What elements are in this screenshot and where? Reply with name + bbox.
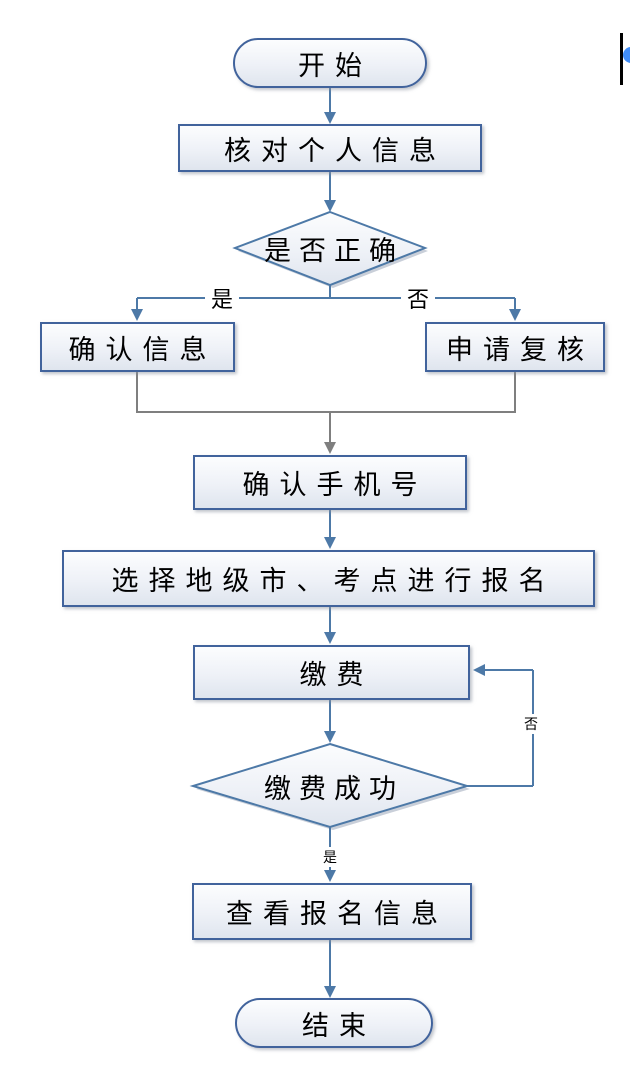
node-confirm-info: 确认信息	[40, 322, 235, 372]
node-view-registration: 查看报名信息	[192, 883, 472, 940]
node-confirm-phone: 确认手机号	[193, 455, 467, 510]
node-start: 开始	[233, 38, 427, 88]
selection-handle-icon[interactable]	[623, 47, 630, 63]
text-cursor	[620, 33, 623, 85]
node-apply-review: 申请复核	[425, 322, 605, 372]
node-is-correct-label: 是否正确	[264, 235, 404, 267]
edge-label-no-2: 否	[521, 714, 541, 734]
node-pay-success-label: 缴费成功	[264, 773, 404, 805]
node-verify-personal-info: 核对个人信息	[178, 124, 482, 172]
node-end: 结束	[235, 998, 433, 1048]
edge-label-no-1: 否	[401, 284, 435, 313]
node-select-city-site: 选择地级市、考点进行报名	[62, 550, 595, 607]
edge-label-yes-1: 是	[205, 284, 239, 313]
edge-label-yes-2: 是	[320, 847, 340, 867]
node-pay-fee: 缴费	[193, 645, 470, 700]
